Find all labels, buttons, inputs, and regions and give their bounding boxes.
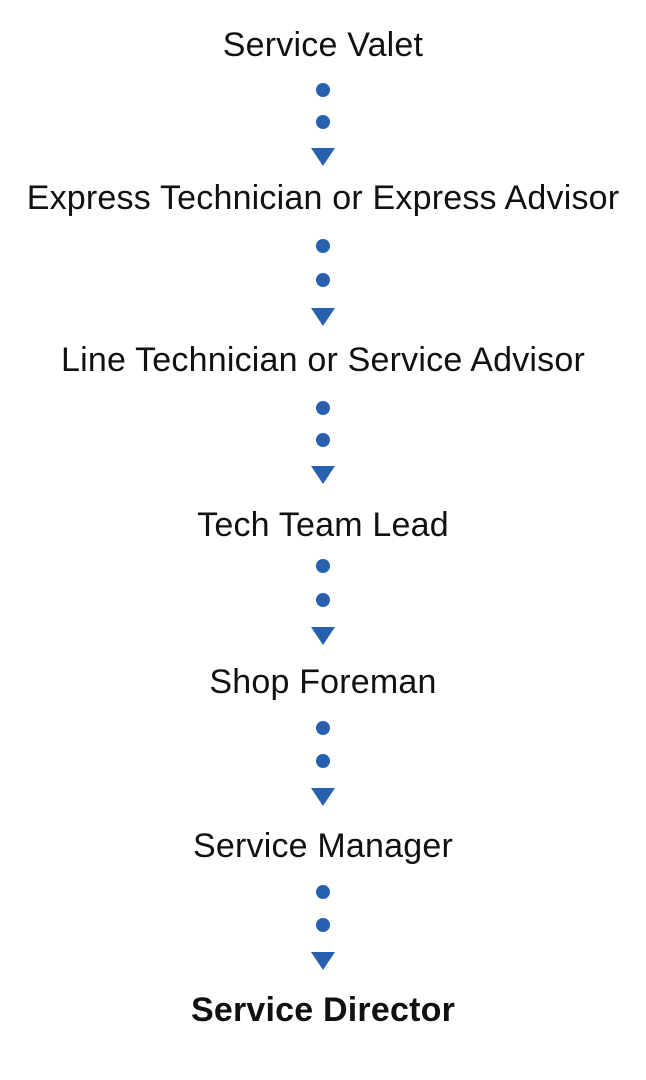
connector-dot [316, 885, 330, 899]
stage-label-service-director: Service Director [190, 991, 455, 1029]
stage-label-express-technician: Express Technician or Express Advisor [26, 179, 620, 217]
connector-arrow-5 [293, 718, 353, 806]
connector-dot [316, 273, 330, 287]
connector-dot [316, 239, 330, 253]
connector-dot [316, 115, 330, 129]
stage-label-tech-team-lead: Tech Team Lead [197, 506, 449, 544]
connector-arrow-6 [293, 882, 353, 970]
stage-label-line-technician: Line Technician or Service Advisor [60, 341, 585, 379]
connector-dot [316, 918, 330, 932]
connector-dot [316, 401, 330, 415]
connector-dot [316, 754, 330, 768]
arrow-down-icon [311, 952, 335, 970]
arrow-down-icon [311, 788, 335, 806]
connector-dot [316, 721, 330, 735]
stage-label-shop-foreman: Shop Foreman [209, 663, 437, 701]
stage-label-service-valet: Service Valet [222, 26, 424, 64]
arrow-down-icon [311, 627, 335, 645]
connector-arrow-1 [293, 80, 353, 166]
connector-arrow-4 [293, 558, 353, 645]
connector-dot [316, 593, 330, 607]
connector-dot [316, 559, 330, 573]
arrow-down-icon [311, 466, 335, 484]
arrow-down-icon [311, 308, 335, 326]
connector-arrow-2 [293, 238, 353, 326]
stage-label-service-manager: Service Manager [192, 827, 453, 865]
connector-dot [316, 83, 330, 97]
connector-arrow-3 [293, 398, 353, 484]
connector-dot [316, 433, 330, 447]
arrow-down-icon [311, 148, 335, 166]
